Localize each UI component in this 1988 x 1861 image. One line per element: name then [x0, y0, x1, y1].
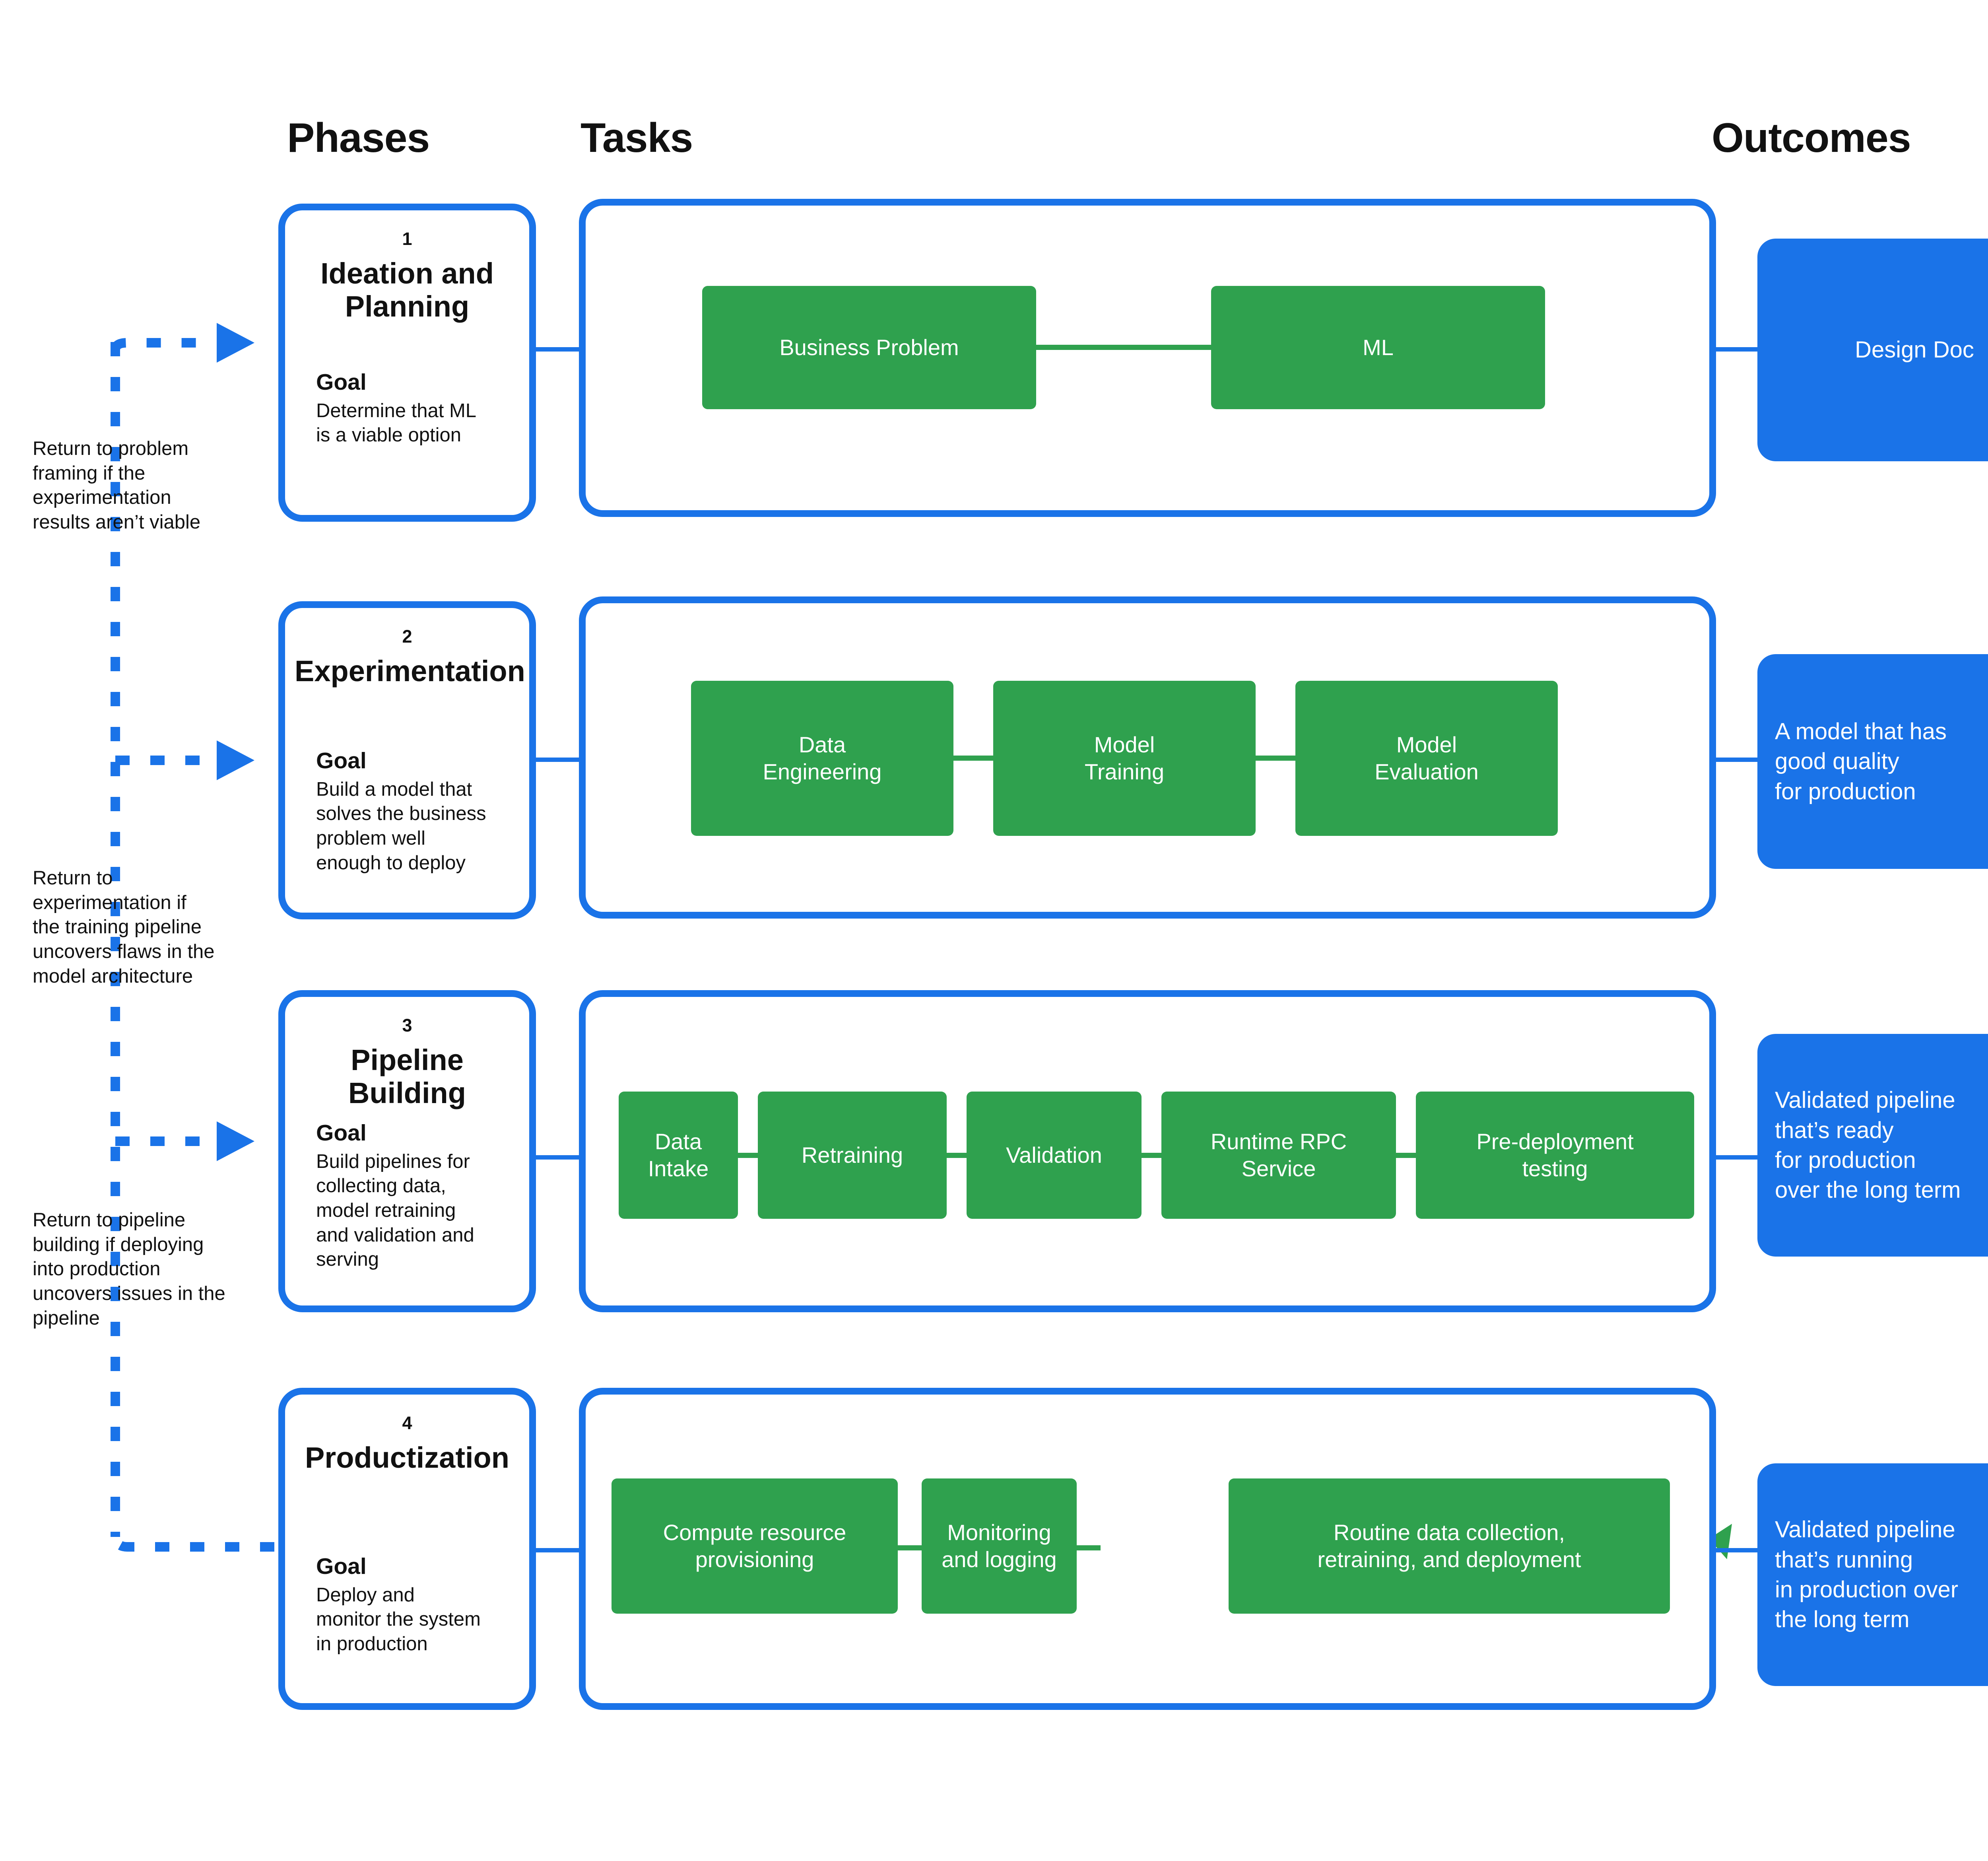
task-box-routine-data-collection[interactable]: Routine data collection, retraining, and… — [1229, 1478, 1670, 1614]
phase-number-3: 3 — [402, 1015, 412, 1035]
phase-title-2: Experimentation — [295, 655, 525, 688]
goal-text-1: Determine that ML is a viable option — [316, 400, 477, 446]
outcome-box-1[interactable]: Design Doc — [1757, 239, 1988, 461]
outcome-box-2[interactable]: A model that has good quality for produc… — [1757, 654, 1988, 869]
connector-mt-me — [1256, 756, 1295, 761]
task-box-validation[interactable]: Validation — [967, 1092, 1142, 1219]
connector-tasks2-outcome2 — [1716, 758, 1760, 762]
feedback-arrow-to-phase-3 — [115, 1121, 254, 1161]
phase-card-2[interactable]: 2 Experimentation Goal Build a model tha… — [278, 601, 536, 919]
phase-card-4[interactable]: 4 Productization Goal Deploy and monitor… — [278, 1388, 536, 1710]
connector-mon-routine — [1077, 1545, 1101, 1550]
task-box-ml[interactable]: ML — [1211, 286, 1545, 409]
phase-title-4: Productization — [305, 1441, 509, 1474]
connector-tasks3-outcome3 — [1716, 1155, 1760, 1160]
phase-card-1[interactable]: 1 Ideation and Planning Goal Determine t… — [278, 204, 536, 522]
phase-title-1: Ideation and Planning — [320, 257, 494, 323]
connector-di-rt — [738, 1153, 758, 1158]
goal-label-4: Goal — [316, 1554, 367, 1579]
connector-de-mt — [953, 756, 993, 761]
note-return-experimentation: Return to experimentation if the trainin… — [33, 867, 215, 987]
phase-title-3: Pipeline Building — [348, 1043, 466, 1109]
feedback-source-phase-4 — [111, 1535, 274, 1552]
phase-number-2: 2 — [402, 626, 412, 647]
column-header-outcomes: Outcomes — [1712, 115, 1911, 161]
task-box-data-engineering[interactable]: Data Engineering — [691, 681, 953, 836]
note-return-pipeline-building: Return to pipeline building if deploying… — [33, 1209, 225, 1329]
connector-crp-mon — [898, 1545, 922, 1550]
feedback-arrow-to-phase-1 — [111, 323, 254, 363]
connector-val-rpc — [1142, 1153, 1161, 1158]
phase-card-3[interactable]: 3 Pipeline Building Goal Build pipelines… — [278, 990, 536, 1312]
task-box-model-training[interactable]: Model Training — [993, 681, 1256, 836]
goal-label-1: Goal — [316, 369, 367, 395]
goal-label-3: Goal — [316, 1120, 367, 1146]
task-box-pre-deployment-testing[interactable]: Pre-deployment testing — [1416, 1092, 1694, 1219]
goal-text-3: Build pipelines for collecting data, mod… — [316, 1150, 474, 1270]
connector-business-problem-ml — [1036, 345, 1211, 350]
column-header-tasks: Tasks — [580, 115, 693, 161]
goal-text-2: Build a model that solves the business p… — [316, 778, 486, 874]
task-box-compute-resource-provisioning[interactable]: Compute resource provisioning — [612, 1478, 898, 1614]
connector-tasks1-outcome1 — [1716, 347, 1760, 352]
outcome-box-3[interactable]: Validated pipeline that’s ready for prod… — [1757, 1034, 1988, 1257]
task-box-runtime-rpc-service[interactable]: Runtime RPC Service — [1161, 1092, 1396, 1219]
task-box-retraining[interactable]: Retraining — [758, 1092, 947, 1219]
connector-tasks4-outcome4 — [1716, 1548, 1760, 1552]
task-box-monitoring-and-logging[interactable]: Monitoring and logging — [922, 1478, 1077, 1614]
phase-number-1: 1 — [402, 229, 412, 249]
feedback-arrow-to-phase-2 — [115, 740, 254, 780]
connector-phase2-tasks — [536, 758, 580, 762]
connector-rt-val — [947, 1153, 967, 1158]
goal-text-4: Deploy and monitor the system in product… — [316, 1584, 481, 1655]
connector-phase4-tasks — [536, 1548, 580, 1552]
outcome-box-4[interactable]: Validated pipeline that’s running in pro… — [1757, 1463, 1988, 1686]
phase-number-4: 4 — [402, 1413, 412, 1433]
note-return-problem-framing: Return to problem framing if the experim… — [33, 438, 201, 533]
task-box-data-intake[interactable]: Data Intake — [619, 1092, 738, 1219]
goal-label-2: Goal — [316, 748, 367, 773]
connector-rpc-pre — [1396, 1153, 1416, 1158]
column-header-phases: Phases — [287, 115, 430, 161]
connector-phase3-tasks — [536, 1155, 580, 1160]
task-box-model-evaluation[interactable]: Model Evaluation — [1295, 681, 1558, 836]
task-box-business-problem[interactable]: Business Problem — [702, 286, 1036, 409]
connector-phase1-tasks — [536, 347, 580, 352]
